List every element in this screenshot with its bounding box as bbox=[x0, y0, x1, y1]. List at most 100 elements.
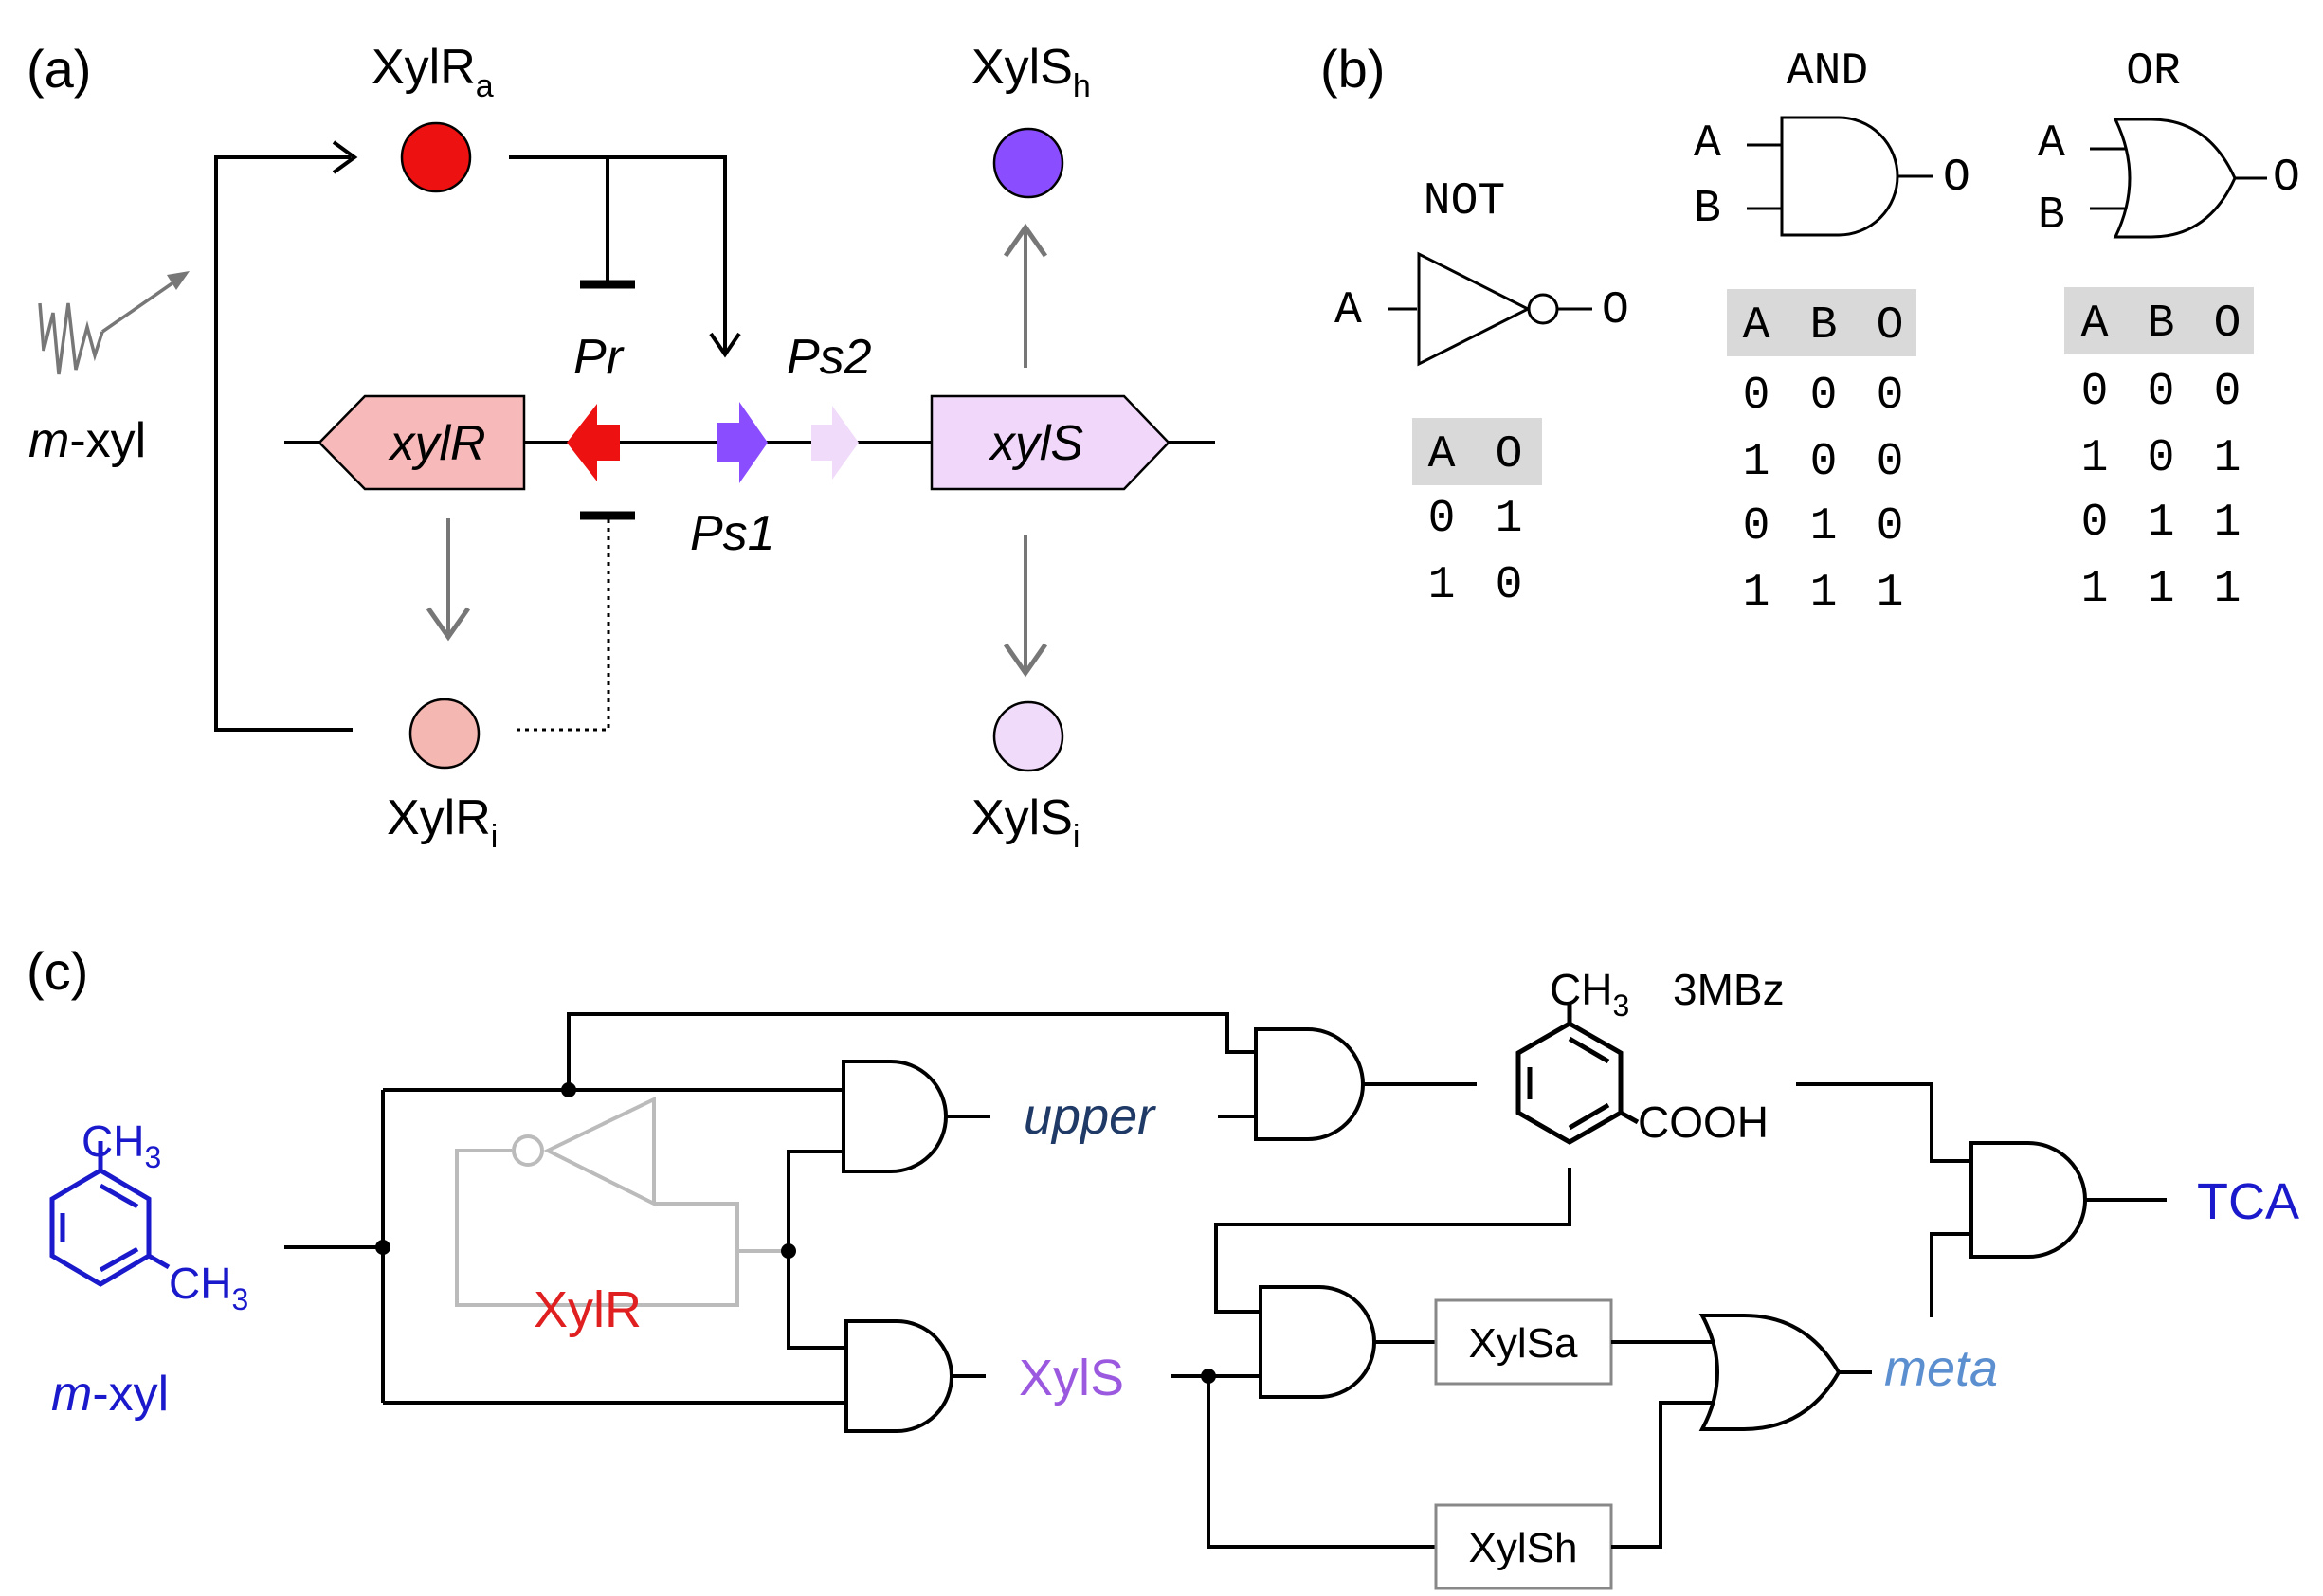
panel-b: (b) NOT A O A O 0 1 1 0 AND A B bbox=[1320, 39, 2300, 619]
not-gate-title: NOT bbox=[1424, 176, 1505, 227]
wire-bypass-top bbox=[567, 1012, 1256, 1090]
and-table-cell: 0 bbox=[1877, 437, 1904, 488]
mbz-cooh: COOH bbox=[1638, 1097, 1769, 1147]
xylr-regulation-line bbox=[509, 155, 727, 353]
xyls-label: XylS bbox=[1019, 1350, 1124, 1406]
or-table-cell: 1 bbox=[2148, 564, 2175, 615]
mxyl-ch3-side: CH3 bbox=[169, 1259, 248, 1316]
or-gate: OR A B O A B O 0 0 0 1 0 1 0 1 1 1 1 1 bbox=[2038, 46, 2300, 615]
activation-arrowhead-icon bbox=[332, 140, 358, 174]
or-table-cell: 1 bbox=[2214, 433, 2241, 484]
xylr-inverter-feedback-wire bbox=[455, 1149, 739, 1307]
and-table-header-o: O bbox=[1877, 300, 1904, 352]
junction-dot-icon bbox=[781, 1243, 796, 1259]
panel-c: (c) CH3 CH3 m-xyl XylR bbox=[27, 941, 2299, 1590]
xylr-inverter bbox=[455, 1096, 789, 1307]
xylr-expression-arrow bbox=[426, 518, 471, 642]
xylr-active-label: XylRa bbox=[372, 40, 494, 104]
m-xylene-structure-icon bbox=[49, 1141, 171, 1287]
and-gate-symbol-icon bbox=[1780, 116, 1899, 237]
xylr-active-node bbox=[400, 121, 472, 193]
activation-loop-line bbox=[214, 155, 353, 732]
xyls-to-xylsh-arrow bbox=[1003, 223, 1048, 368]
wire-xylr-to-xyls-gate bbox=[787, 1251, 846, 1350]
xylr-inactive-node bbox=[408, 698, 481, 770]
wire-3mbz-to-xylsa-gate bbox=[1214, 1168, 1571, 1314]
not-gate-output: O bbox=[1602, 285, 1629, 336]
not-table-header-a: A bbox=[1428, 429, 1456, 481]
mbz-name: 3MBz bbox=[1673, 965, 1785, 1014]
xyls-high-label: XylSh bbox=[971, 40, 1091, 104]
wire-xylsh-to-or bbox=[1611, 1401, 1717, 1549]
or-gate-meta-icon bbox=[1698, 1314, 1842, 1431]
or-table-cell: 0 bbox=[2081, 498, 2109, 549]
xylsa-box bbox=[1434, 1298, 1613, 1386]
panel-c-label: (c) bbox=[27, 941, 88, 1001]
xyls-inactive-label: XylSi bbox=[971, 790, 1080, 855]
promoter-pr-icon bbox=[567, 404, 620, 481]
panel-a: (a) m-xyl XylRa xylR Pr Ps1 bbox=[27, 39, 1215, 855]
promoter-pr-label: Pr bbox=[573, 330, 626, 385]
or-table-header-b: B bbox=[2148, 299, 2175, 350]
or-table-cell: 1 bbox=[2081, 433, 2109, 484]
promoter-ps2-label: Ps2 bbox=[787, 330, 872, 385]
and-gate-input-b: B bbox=[1694, 184, 1721, 235]
not-gate: NOT A O A O 0 1 1 0 bbox=[1334, 176, 1629, 611]
and-gate-upper-icon bbox=[842, 1060, 948, 1173]
xyls-inactive-node bbox=[992, 700, 1064, 772]
not-gate-symbol-icon bbox=[1417, 251, 1532, 367]
xylr-inverter-bubble-icon bbox=[512, 1134, 544, 1167]
or-table-cell: 0 bbox=[2148, 367, 2175, 418]
and-table-header-bg bbox=[1727, 289, 1916, 356]
gene-xyls bbox=[930, 394, 1171, 491]
promoter-ps1-icon bbox=[717, 402, 768, 483]
gene-xyls-label: xylS bbox=[988, 416, 1084, 471]
mxyl-label: m-xyl bbox=[51, 1367, 169, 1422]
xylr-inverter-symbol-icon bbox=[543, 1096, 656, 1207]
not-table-header-bg bbox=[1412, 418, 1542, 485]
xylsh-label: XylSh bbox=[1469, 1525, 1578, 1571]
xylr-label: XylR bbox=[534, 1281, 642, 1338]
xylsh-box bbox=[1434, 1503, 1613, 1590]
and-gate-input-a: A bbox=[1694, 118, 1721, 170]
and-gate-title: AND bbox=[1787, 46, 1868, 98]
and-gate-xyls-icon bbox=[844, 1319, 953, 1433]
or-gate-title: OR bbox=[2126, 46, 2181, 98]
promoter-ps1-label: Ps1 bbox=[690, 506, 775, 561]
upper-label: upper bbox=[1024, 1088, 1156, 1145]
panel-b-label: (b) bbox=[1320, 39, 1385, 99]
and-table-cell: 0 bbox=[1743, 501, 1770, 553]
or-table-cell: 0 bbox=[2081, 367, 2109, 418]
or-table-cell: 1 bbox=[2214, 564, 2241, 615]
not-table-cell: 1 bbox=[1496, 494, 1523, 545]
xylr-inactive-inhibition-line bbox=[517, 519, 610, 732]
not-gate-input-a: A bbox=[1334, 285, 1362, 336]
xylsa-label: XylSa bbox=[1469, 1320, 1578, 1367]
junction-dot-icon bbox=[375, 1240, 390, 1255]
and-gate: AND A B O A B O 0 0 0 1 0 0 0 1 0 1 1 1 bbox=[1694, 46, 1970, 619]
wire-xylr-to-gates bbox=[787, 1150, 844, 1251]
or-gate-output: O bbox=[2273, 153, 2300, 204]
and-table-cell: 0 bbox=[1877, 371, 1904, 422]
or-table-header-bg bbox=[2064, 287, 2254, 354]
mxyl-ch3-top: CH3 bbox=[82, 1116, 161, 1174]
and-table-cell: 0 bbox=[1877, 501, 1904, 553]
not-gate-bubble-icon bbox=[1527, 293, 1559, 325]
panel-a-label: (a) bbox=[27, 39, 91, 99]
junction-dot-icon bbox=[561, 1082, 576, 1097]
xylr-inactive-label: XylRi bbox=[387, 790, 498, 855]
and-table-cell: 0 bbox=[1810, 371, 1838, 422]
wire-3mbz-to-tca-gate bbox=[1796, 1082, 1971, 1163]
and-table-header-a: A bbox=[1743, 300, 1770, 352]
or-table-header-o: O bbox=[2214, 299, 2241, 350]
or-table-header-a: A bbox=[2081, 299, 2109, 350]
mbz-ch3: CH3 bbox=[1550, 965, 1629, 1023]
inducer-wave-icon bbox=[38, 271, 190, 375]
or-table-cell: 1 bbox=[2148, 498, 2175, 549]
not-table-header-o: O bbox=[1496, 429, 1523, 481]
xyls-high-node bbox=[992, 127, 1064, 199]
or-gate-input-b: B bbox=[2038, 190, 2065, 242]
tca-label: TCA bbox=[2197, 1173, 2299, 1230]
and-table-cell: 1 bbox=[1743, 437, 1770, 488]
